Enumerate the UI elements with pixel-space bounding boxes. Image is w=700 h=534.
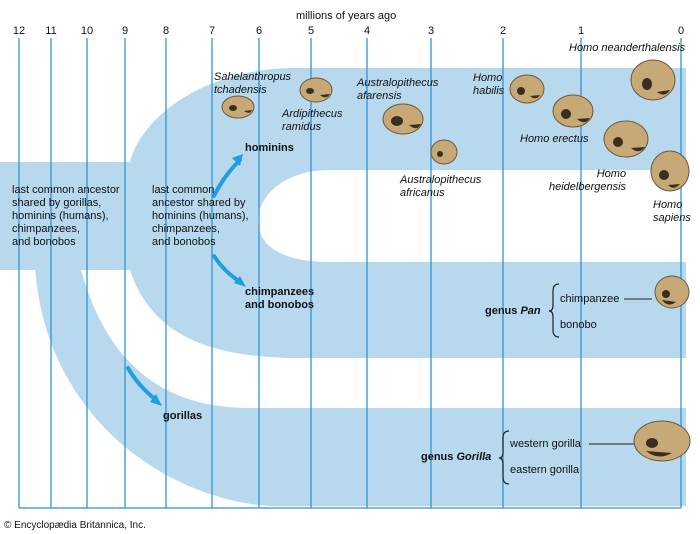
chimpanzees-bonobos-label: chimpanzees and bonobos xyxy=(245,286,315,311)
tick-label: 2 xyxy=(499,25,507,37)
gorillas-arrowhead xyxy=(150,394,162,406)
heidelbergensis-skull-icon xyxy=(603,120,649,158)
hominins-arrowhead xyxy=(232,154,243,166)
tick-label: 12 xyxy=(12,25,26,37)
common-ancestor-label: last common ancestor shared by gorillas,… xyxy=(12,184,120,248)
genus-pan-label: genus Pan xyxy=(485,305,541,318)
sahelanthropus-skull-icon xyxy=(221,95,255,119)
eastern-gorilla-label: eastern gorilla xyxy=(510,464,580,476)
tick-label: 7 xyxy=(208,25,216,37)
gorilla-lineage-band xyxy=(35,266,686,506)
africanus-label: Australopithecus africanus xyxy=(400,174,482,199)
skull-illustrations xyxy=(221,59,691,462)
ardipithecus-skull-icon xyxy=(299,77,333,103)
tick-label: 4 xyxy=(363,25,371,37)
heidelbergensis-label: Homo heidelbergensis xyxy=(549,168,627,193)
ancestor-trunk-band xyxy=(0,162,130,270)
genus-brackets xyxy=(498,283,652,485)
chimpanzee-label: chimpanzee xyxy=(560,293,620,305)
neanderthalensis-label: Homo neanderthalensis xyxy=(569,42,686,54)
hominin-chimp-stem-band xyxy=(130,68,686,358)
sahelanthropus-label: Sahelanthropus tchadensis xyxy=(214,71,292,96)
hominins-label: hominins xyxy=(245,142,294,154)
africanus-skull-icon xyxy=(430,139,458,165)
erectus-label: Homo erectus xyxy=(520,133,589,145)
genus-pan-prefix: genus xyxy=(485,305,521,317)
axis-title: millions of years ago xyxy=(296,10,397,22)
sapiens-label: Homo sapiens xyxy=(653,199,691,224)
gorilla-bracket xyxy=(498,430,510,485)
chimps-arrowhead xyxy=(234,276,246,287)
genus-gorilla-prefix: genus xyxy=(421,451,457,463)
tick-label: 0 xyxy=(677,25,685,37)
genus-pan-name: Pan xyxy=(520,305,541,317)
gorilla-skull-icon xyxy=(633,420,691,462)
erectus-skull-icon xyxy=(552,94,594,128)
arrows xyxy=(126,154,246,406)
habilis-label: Homo habilis xyxy=(473,72,505,97)
habilis-skull-icon xyxy=(509,74,545,104)
copyright-credit: © Encyclopædia Britannica, Inc. xyxy=(4,520,146,531)
western-gorilla-label: western gorilla xyxy=(510,438,581,450)
bonobo-label: bonobo xyxy=(560,319,597,331)
hominin-chimp-ancestor-label: last common ancestor shared by hominins … xyxy=(152,184,249,248)
ardipithecus-label: Ardipithecus ramidus xyxy=(282,108,343,133)
sapiens-skull-icon xyxy=(650,150,690,192)
pan-bracket xyxy=(548,283,560,338)
genus-gorilla-label: genus Gorilla xyxy=(421,451,491,464)
tick-label: 11 xyxy=(45,25,57,37)
tick-label: 6 xyxy=(255,25,263,37)
genus-gorilla-name: Gorilla xyxy=(456,451,492,463)
afarensis-label: Australopithecus afarensis xyxy=(357,77,439,102)
neanderthalensis-skull-icon xyxy=(630,59,676,101)
tick-label: 1 xyxy=(577,25,585,37)
chimpanzee-skull-icon xyxy=(654,275,690,309)
tick-label: 10 xyxy=(80,25,94,37)
lineage-bands xyxy=(0,68,686,506)
tick-label: 9 xyxy=(121,25,129,37)
tick-label: 5 xyxy=(307,25,315,37)
afarensis-skull-icon xyxy=(382,103,424,135)
tick-label: 3 xyxy=(427,25,435,37)
tick-label: 8 xyxy=(162,25,170,37)
gorillas-label: gorillas xyxy=(163,410,203,422)
